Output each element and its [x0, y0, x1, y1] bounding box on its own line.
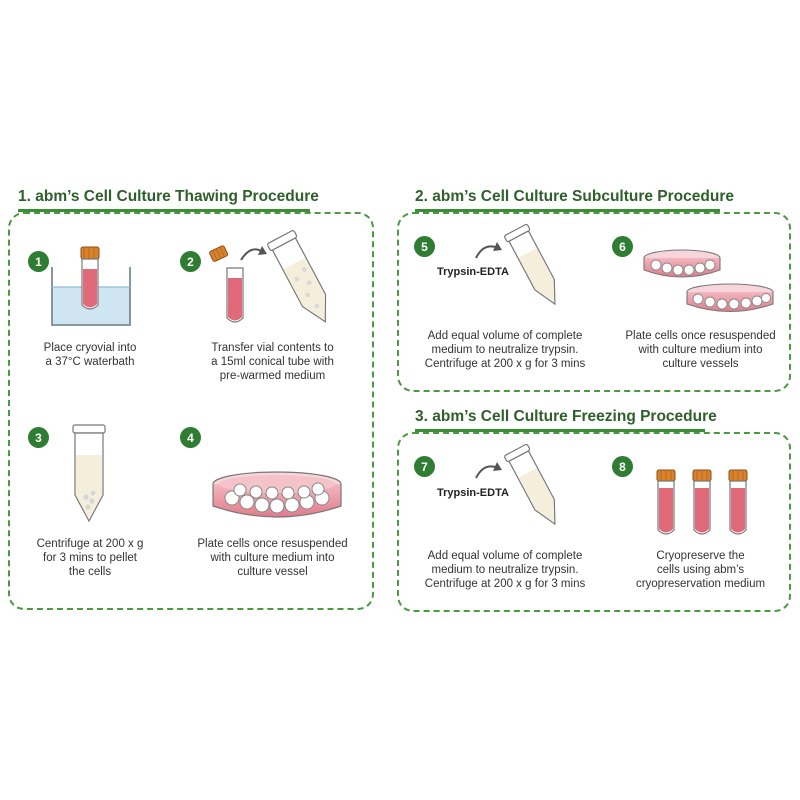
caption-line: culture vessels: [662, 358, 739, 370]
section-1-underline: [18, 209, 310, 212]
step-6-badge: 6: [612, 236, 633, 257]
caption-line: the cells: [68, 566, 112, 578]
step-1-badge: 1: [28, 251, 49, 272]
reagent-label: Trypsin-EDTA: [437, 487, 509, 499]
step-2-badge: 2: [180, 251, 201, 272]
section-2-title: 2. abm’s Cell Culture Subculture Procedu…: [415, 188, 734, 205]
section-3-title: 3. abm’s Cell Culture Freezing Procedure: [415, 408, 717, 425]
centrifuge-tube-pellet-icon: [72, 424, 106, 523]
caption-line: with culture medium into: [638, 344, 763, 356]
caption-line: a 15ml conical tube with: [211, 356, 334, 368]
step-6-caption: Plate cells once resuspended with cultur…: [608, 329, 793, 371]
section-3-underline: [415, 429, 705, 432]
caption-line: Centrifuge at 200 x g for 3 mins: [424, 358, 586, 370]
caption-line: cells using abm’s: [656, 564, 745, 576]
subculture-panel: [397, 212, 791, 392]
step-3-caption: Centrifuge at 200 x g for 3 mins to pell…: [10, 537, 170, 579]
section-1-title: 1. abm’s Cell Culture Thawing Procedure: [18, 188, 319, 205]
caption-line: with culture medium into: [210, 552, 335, 564]
step-5-caption: Add equal volume of complete medium to n…: [405, 329, 605, 371]
caption-line: Transfer vial contents to: [211, 342, 334, 354]
trypsin-tube-icon: [475, 443, 556, 526]
step-3-badge: 3: [28, 427, 49, 448]
caption-line: a 37°C waterbath: [45, 356, 135, 368]
caption-line: medium to neutralize trypsin.: [431, 564, 579, 576]
step-7-badge: 7: [414, 456, 435, 477]
waterbath-vial-icon: [51, 246, 131, 326]
step-2-caption: Transfer vial contents to a 15ml conical…: [180, 341, 365, 383]
section-2-underline: [415, 209, 720, 212]
step-5-badge: 5: [414, 236, 435, 257]
caption-line: Add equal volume of complete: [427, 550, 583, 562]
step-4-caption: Plate cells once resuspended with cultur…: [180, 537, 365, 579]
caption-line: pre-warmed medium: [219, 370, 326, 382]
caption-line: Centrifuge at 200 x g for 3 mins: [424, 578, 586, 590]
caption-line: Add equal volume of complete: [427, 330, 583, 342]
culture-dish-icon: [212, 471, 342, 518]
caption-line: Centrifuge at 200 x g: [36, 538, 144, 550]
step-1-caption: Place cryovial into a 37°C waterbath: [10, 341, 170, 369]
caption-line: cryopreservation medium: [635, 578, 766, 590]
step-8-badge: 8: [612, 456, 633, 477]
transfer-to-conical-tube-icon: [209, 230, 327, 323]
thawing-panel: [8, 212, 374, 610]
cryovials-icon: [656, 469, 748, 535]
caption-line: for 3 mins to pellet: [43, 552, 137, 564]
caption-line: Plate cells once resuspended: [625, 330, 776, 342]
step-4-badge: 4: [180, 427, 201, 448]
reagent-label: Trypsin-EDTA: [437, 266, 509, 278]
caption-line: Cryopreserve the: [656, 550, 745, 562]
trypsin-tube-icon: [475, 223, 556, 306]
two-culture-dishes-icon: [643, 249, 774, 313]
freezing-panel: [397, 432, 791, 612]
step-8-caption: Cryopreserve the cells using abm’s cryop…: [608, 549, 793, 591]
caption-line: Place cryovial into: [43, 342, 137, 354]
step-7-caption: Add equal volume of complete medium to n…: [405, 549, 605, 591]
caption-line: medium to neutralize trypsin.: [431, 344, 579, 356]
caption-line: Plate cells once resuspended: [197, 538, 348, 550]
caption-line: culture vessel: [237, 566, 308, 578]
